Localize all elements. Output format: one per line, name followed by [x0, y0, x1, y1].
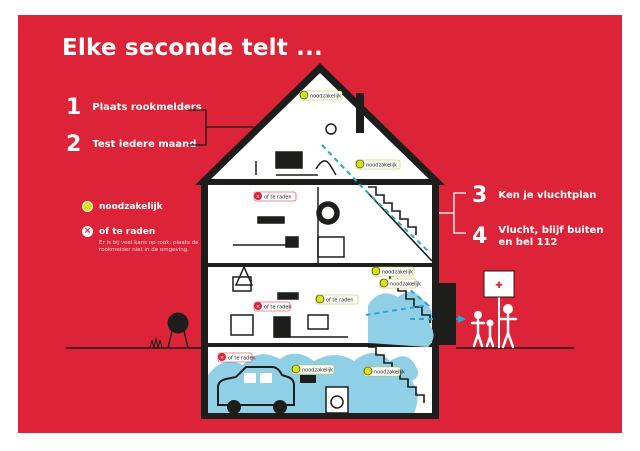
fire-safety-poster: Elke seconde telt ... 1 Plaats rookmelde…: [18, 15, 622, 433]
floors: [208, 263, 432, 347]
detector-attic: noodzakelijk: [299, 90, 343, 101]
legend-advised-label: of te raden: [99, 226, 156, 237]
step-4: 4 Vlucht, blijf buiten en bel 112: [472, 224, 603, 249]
washing-machine-icon: [300, 375, 349, 414]
detector-ground-living: of te raden: [315, 294, 359, 305]
escape-bracket: [438, 192, 466, 234]
front-door: [436, 283, 456, 345]
step-1: 1 Plaats rookmelders: [66, 95, 202, 120]
detector-top-bedroom-label: of te raden: [264, 195, 292, 201]
middle-floor-rooms: [233, 187, 345, 263]
family-icon: [470, 304, 518, 349]
house-roof: [195, 63, 445, 185]
step-1-label: Plaats rookmelders: [92, 101, 202, 113]
svg-text:×: ×: [256, 194, 260, 200]
lower-floor-rooms: [230, 265, 348, 338]
steps-bracket: [188, 109, 254, 146]
svg-text:✚: ✚: [495, 281, 503, 291]
step-3-label: Ken je vluchtplan: [498, 189, 597, 201]
legend-required: noodzakelijk: [82, 201, 209, 212]
escape-arrow: [458, 315, 466, 323]
legend-advised-note: Er is bij veel kans op rook: plaats de r…: [99, 240, 199, 253]
legend: noodzakelijk × of te raden Er is bij vee…: [82, 201, 209, 254]
poster-title: Elke seconde telt ...: [62, 35, 323, 61]
grass-icon: [149, 337, 163, 349]
detector-ground-hall: noodzakelijk: [379, 278, 421, 289]
step-4-label: Vlucht, blijf buiten en bel 112: [498, 225, 603, 249]
cross-icon: ×: [82, 226, 93, 237]
step-4-label-line1: Vlucht, blijf buiten: [498, 224, 604, 236]
step-1-number: 1: [66, 95, 82, 120]
car-icon: [217, 366, 295, 414]
detector-mid-bedroom: × of te raden: [253, 301, 292, 312]
step-2: 2 Test iedere maand: [66, 132, 196, 157]
detector-garage-left-label: of te raden: [228, 356, 256, 362]
detector-garage-mid: noodzakelijk: [291, 364, 335, 375]
detector-mid-bedroom-label: of te raden: [264, 305, 292, 311]
house-illustration: ✚ noodzakelijk: [66, 63, 574, 419]
step-3-number: 3: [472, 183, 488, 208]
bbq-icon: [167, 312, 189, 349]
step-3: 3 Ken je vluchtplan: [472, 183, 596, 208]
step-2-number: 2: [66, 132, 82, 157]
step-2-label: Test iedere maand: [92, 138, 197, 150]
detector-garage-right: noodzakelijk: [363, 366, 405, 377]
smoke-detector-icon: [82, 201, 93, 212]
svg-text:×: ×: [256, 304, 260, 310]
svg-text:×: ×: [220, 355, 224, 361]
detector-top-bedroom: × of te raden: [253, 191, 297, 202]
detector-top-landing-label: noodzakelijk: [366, 163, 397, 169]
detector-mid-landing-label: noodzakelijk: [382, 270, 413, 276]
detector-garage-mid-label: noodzakelijk: [302, 368, 333, 374]
step-4-number: 4: [472, 224, 488, 249]
detector-mid-landing: noodzakelijk: [371, 266, 415, 277]
detector-attic-label: noodzakelijk: [310, 94, 341, 100]
detector-ground-hall-label: noodzakelijk: [390, 282, 421, 288]
step-4-label-line2: en bel 112: [498, 236, 558, 248]
sign-icon: ✚: [483, 270, 515, 348]
detector-top-landing: noodzakelijk: [355, 159, 401, 170]
legend-advised: × of te raden: [82, 226, 209, 237]
detector-garage-left: × of te raden: [217, 352, 256, 363]
smoke-detectors: noodzakelijk noodzakelijk × of te raden: [217, 90, 421, 377]
attic-room: [255, 123, 337, 176]
detector-garage-right-label: noodzakelijk: [374, 370, 405, 376]
legend-required-label: noodzakelijk: [99, 201, 163, 212]
detector-ground-living-label: of te raden: [326, 298, 354, 304]
